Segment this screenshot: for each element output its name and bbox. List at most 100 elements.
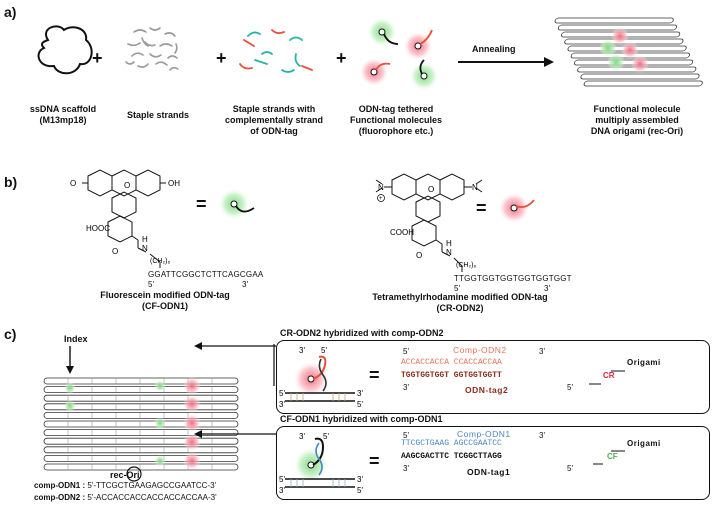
tile-row xyxy=(583,80,703,87)
box2-top-5prime: 5' xyxy=(403,431,409,440)
box2-origami: Origami xyxy=(627,439,661,448)
annealing-arrow-icon xyxy=(544,57,554,67)
green-tag-icon xyxy=(235,205,255,213)
box1-origami: Origami xyxy=(627,358,661,367)
panel-c-connectors xyxy=(194,342,276,438)
tile-row xyxy=(554,17,674,24)
plus-1: + xyxy=(92,48,103,68)
right-3prime: 3' xyxy=(544,284,551,293)
box2-title: CF-ODN1 hybridized with comp-ODN1 xyxy=(280,414,443,424)
box2-bottom-5prime: 5' xyxy=(567,464,573,473)
red-tag-icon xyxy=(515,199,535,209)
box1-equals: = xyxy=(369,365,380,385)
tile-glow xyxy=(607,53,625,71)
tile-row xyxy=(580,73,700,80)
tile-glow xyxy=(621,41,639,59)
svg-text:H: H xyxy=(446,239,452,248)
caption-scaffold: ssDNA scaffold(M13mp18) xyxy=(29,104,97,125)
box1-top-3prime: 3' xyxy=(539,347,545,356)
svg-text:5': 5' xyxy=(279,389,285,398)
left-sequence: GGATTCGGCTCTTCAGCGAA xyxy=(148,270,264,279)
svg-text:O: O xyxy=(416,251,422,260)
staple-strands-shape xyxy=(125,27,179,71)
left-title: Fluorescein modified ODN-tag(CF-ODN1) xyxy=(100,290,230,311)
svg-text:N: N xyxy=(142,244,148,253)
panel-b-label: b) xyxy=(4,174,18,190)
svg-text:5': 5' xyxy=(321,346,327,355)
box1-title: CR-ODN2 hybridized with comp-ODN2 xyxy=(280,328,444,338)
svg-text:3': 3' xyxy=(299,432,305,441)
svg-text:3': 3' xyxy=(299,346,305,355)
odn-tag-fluorophores-shape xyxy=(359,17,439,91)
equals-right: = xyxy=(476,198,487,218)
equals-left: = xyxy=(196,194,207,214)
box2-fluor: CF xyxy=(607,452,618,461)
right-linker-label: (CH₂)₆ xyxy=(456,262,476,269)
panel-b-graphics: O OH O HOOC O N H (CH₂)₆ N + N O COOH O … xyxy=(70,169,535,272)
svg-text:3': 3' xyxy=(279,486,285,495)
arrow-to-box2-icon xyxy=(194,430,202,438)
svg-text:5': 5' xyxy=(357,486,363,495)
right-sequence: TTGGTGGTGGTGGTGGTGGT xyxy=(454,274,572,283)
svg-text:O: O xyxy=(112,247,118,256)
box1-top-seq: ACCACCACCA CCACCACCAA xyxy=(401,358,502,367)
box1-panel: 5' 3' 5' 3' 3' 5' = 5' Comp-ODN2 3' ACCA… xyxy=(276,340,710,414)
panel-a-label: a) xyxy=(4,4,17,20)
tile-glow xyxy=(631,55,649,73)
right-group-label: COOH xyxy=(390,228,414,237)
complement-staples-shape xyxy=(239,29,313,73)
box2-duplex-graphic: 5' 3' 5' 3' 3' 5' xyxy=(279,432,625,495)
caption-staples: Staple strands xyxy=(126,110,190,120)
left-group-label: HOOC xyxy=(86,224,110,233)
svg-text:5': 5' xyxy=(323,432,329,441)
svg-text:OH: OH xyxy=(168,179,180,188)
svg-text:H: H xyxy=(142,235,148,244)
box1-duplex-graphic: 5' 3' 5' 3' 3' 5' xyxy=(279,346,625,409)
box2-top-seq: TTCGCTGAAG AGCCGAATCC xyxy=(401,439,502,448)
annealing-label: Annealing xyxy=(472,44,516,54)
origami-grid-shape xyxy=(43,377,239,471)
box2-strand-name: Comp-ODN1 xyxy=(457,429,511,439)
box2-top-3prime: 3' xyxy=(539,431,545,440)
svg-text:N: N xyxy=(378,183,384,192)
index-label: Index xyxy=(64,334,88,344)
comp2-line: comp-ODN2 : 5'-ACCACCACCACCACCACCAA-3' xyxy=(34,493,217,502)
box2-panel: 5' 3' 5' 3' 3' 5' = 5' Comp-ODN1 3' TTCG… xyxy=(276,426,710,500)
svg-text:5': 5' xyxy=(279,475,285,484)
right-5prime: 5' xyxy=(454,284,461,293)
rec-ori-label: rec-Ori xyxy=(110,470,140,480)
svg-text:O: O xyxy=(124,181,130,190)
ssdna-scaffold-shape xyxy=(37,25,93,75)
box1-top-5prime: 5' xyxy=(403,347,409,356)
svg-text:O: O xyxy=(70,179,76,188)
comp1-line: comp-ODN1 : 5'-TTCGCTGAAGAGCCGAATCC-3' xyxy=(34,481,217,490)
svg-text:+: + xyxy=(379,196,383,202)
tile-glow xyxy=(599,39,617,57)
origami-glows-shape xyxy=(64,377,201,470)
panel-c-label: c) xyxy=(4,326,17,342)
box2-bottom-seq: AAGCGACTTC TCGGCTTAGG xyxy=(401,452,502,461)
plus-2: + xyxy=(216,48,227,68)
svg-text:5': 5' xyxy=(357,400,363,409)
svg-text:3': 3' xyxy=(357,475,363,484)
svg-text:O: O xyxy=(428,185,434,194)
box1-bottom-3prime: 3' xyxy=(403,383,409,392)
rhodamine-structure-shape xyxy=(375,173,483,272)
box1-tag-name: ODN-tag2 xyxy=(465,385,509,395)
box1-fluor: CR xyxy=(603,371,615,380)
svg-text:N: N xyxy=(472,183,478,192)
box1-bottom-5prime: 5' xyxy=(567,383,573,392)
box1-bottom-seq: TGGTGGTGGT GGTGGTGGTT xyxy=(401,371,502,380)
box1-strand-name: Comp-ODN2 xyxy=(453,345,507,355)
plus-3: + xyxy=(336,48,347,68)
left-3prime: 3' xyxy=(242,280,249,289)
left-linker-label: (CH₂)₆ xyxy=(150,258,170,265)
svg-text:3': 3' xyxy=(357,389,363,398)
panel-a-graphics xyxy=(37,17,703,91)
origami-tile-shape xyxy=(554,17,703,87)
box2-equals: = xyxy=(369,451,380,471)
box2-tag-name: ODN-tag1 xyxy=(467,467,511,477)
